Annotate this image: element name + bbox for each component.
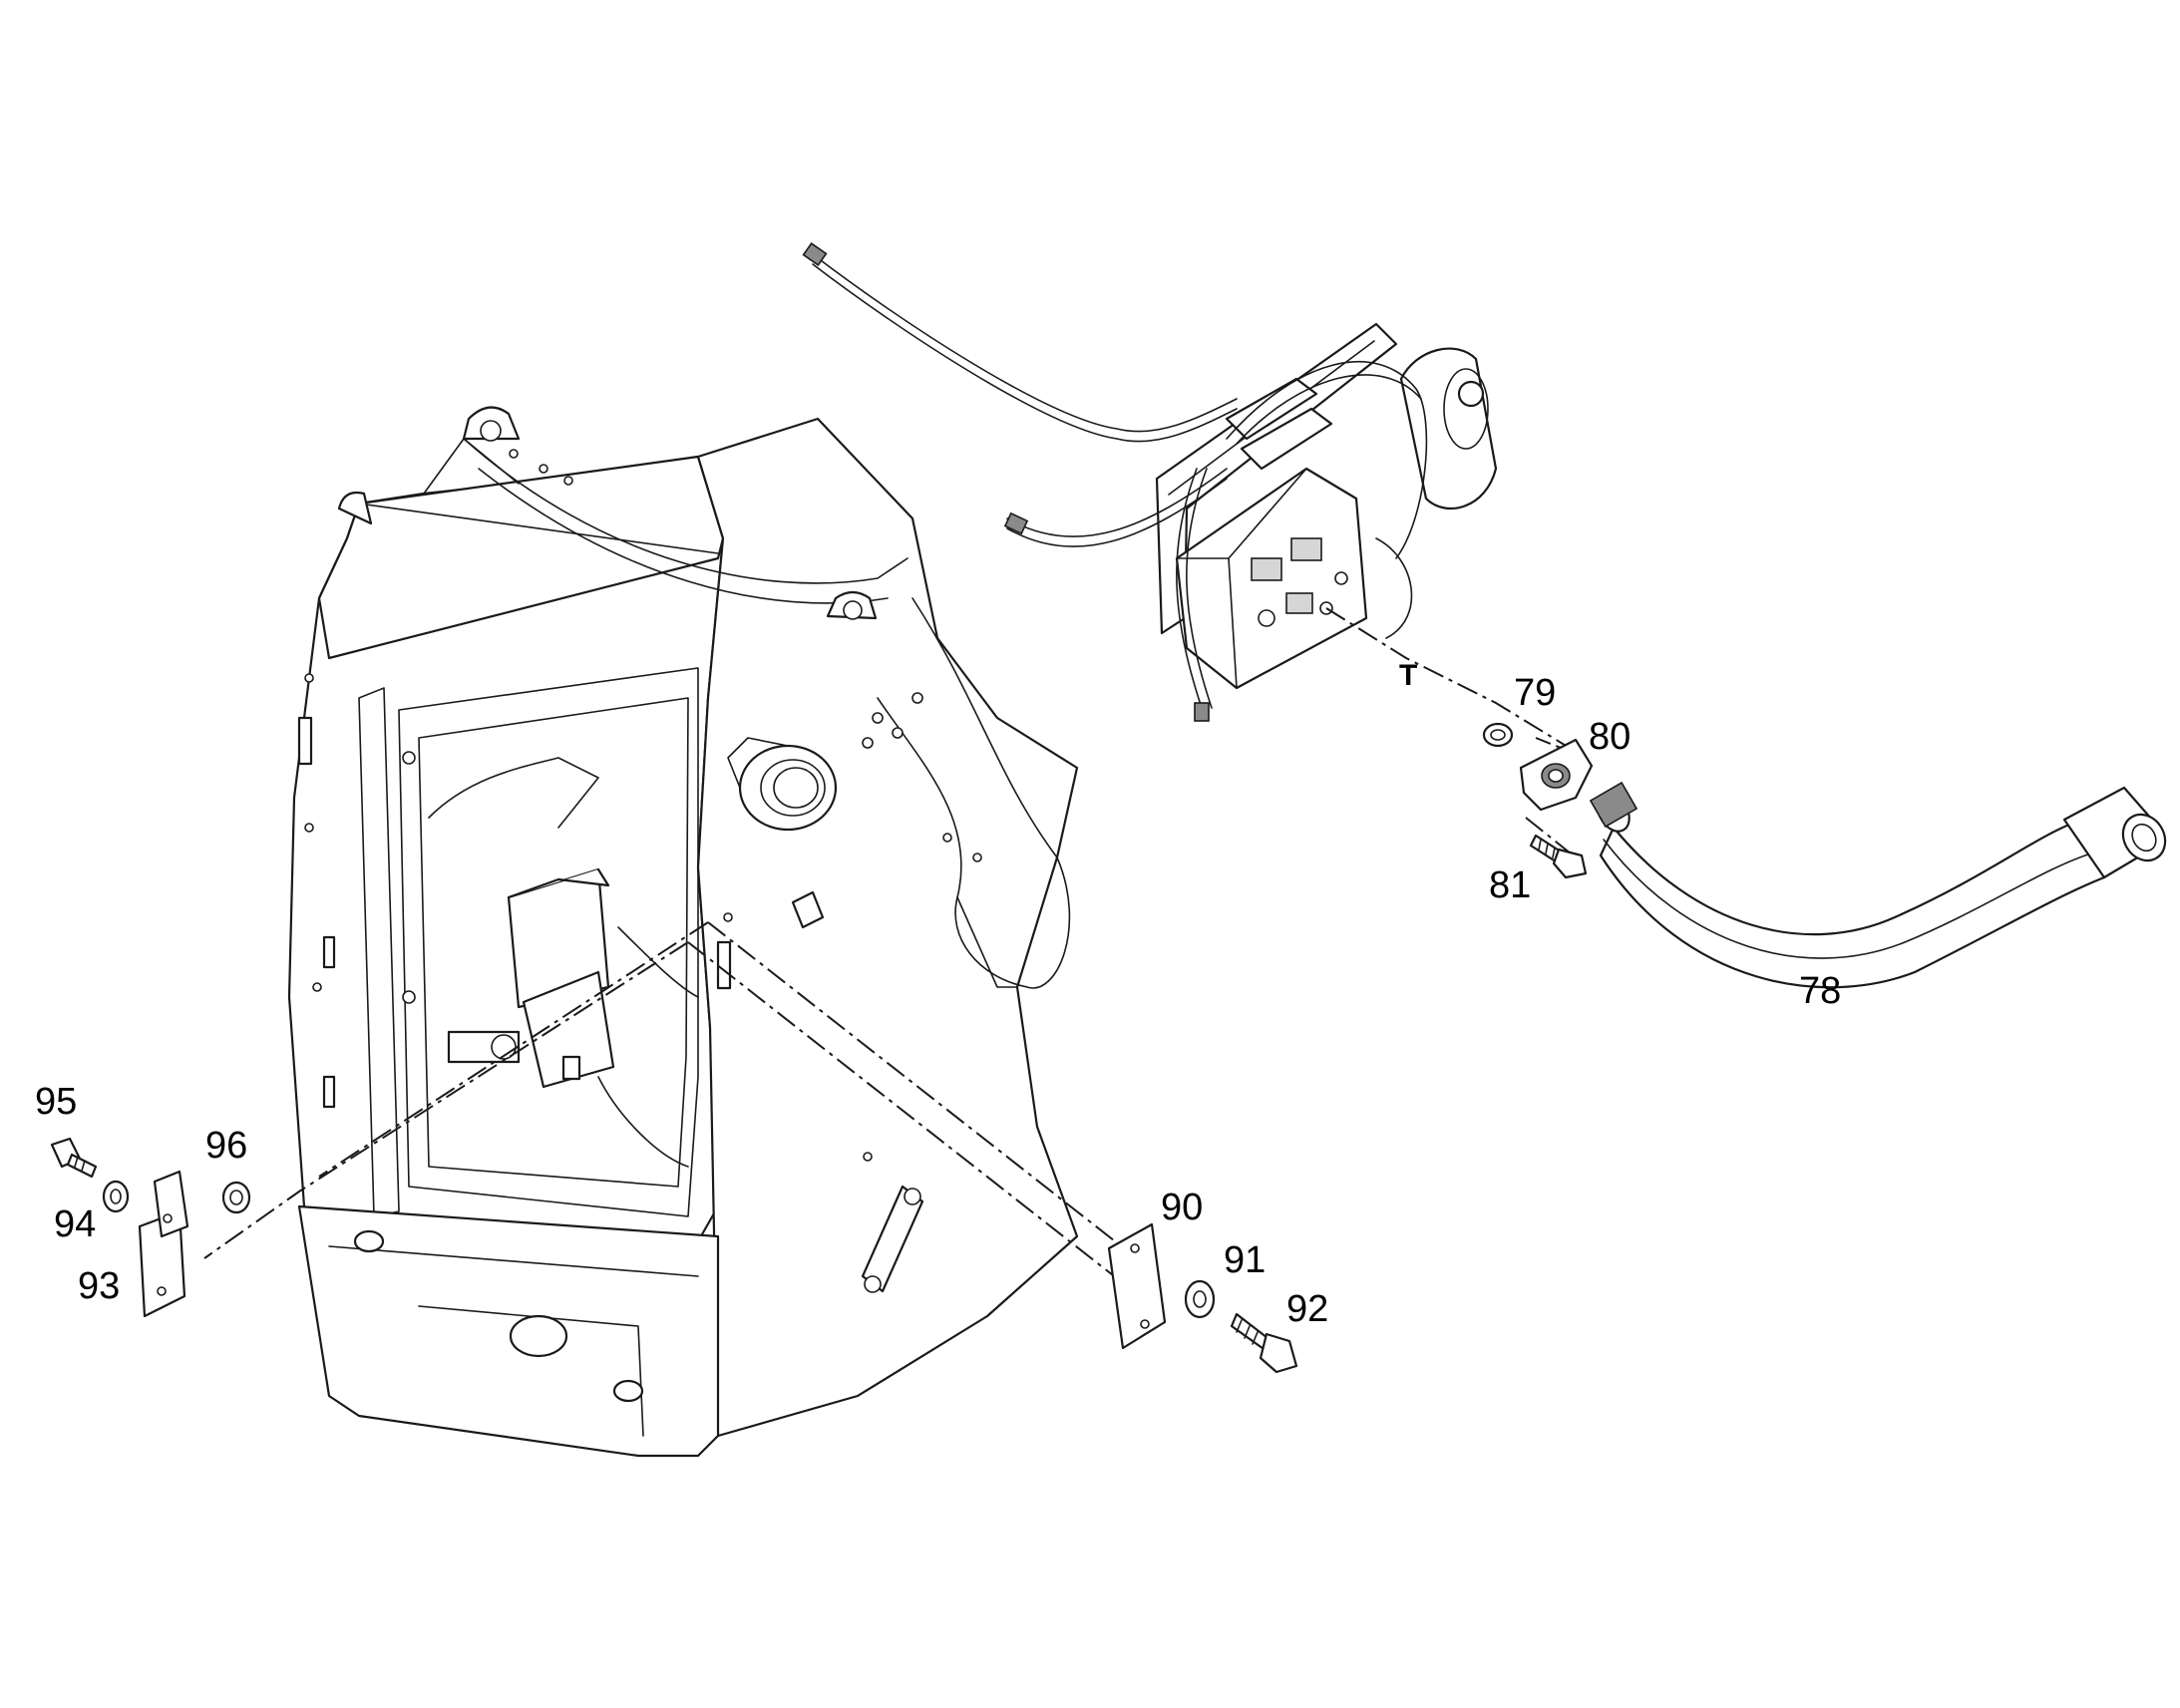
frame-housing <box>287 406 1079 1458</box>
nut-96 <box>221 1181 251 1214</box>
port-label-t: T <box>1399 659 1417 692</box>
bolt-92 <box>1230 1312 1298 1374</box>
split-flange-80 <box>1519 738 1594 812</box>
plate-90 <box>1107 1222 1167 1350</box>
washer-94 <box>102 1180 130 1213</box>
callout-94: 94 <box>54 1203 96 1245</box>
bolt-95 <box>50 1137 98 1179</box>
callout-78: 78 <box>1799 970 1841 1012</box>
callout-90: 90 <box>1161 1187 1203 1228</box>
washer-91 <box>1184 1279 1216 1319</box>
o-ring-79 <box>1482 722 1514 748</box>
callout-93: 93 <box>78 1265 120 1307</box>
callout-95: 95 <box>35 1081 77 1123</box>
callout-80: 80 <box>1589 716 1631 758</box>
callout-81: 81 <box>1489 864 1531 906</box>
hose-78 <box>1589 781 2167 989</box>
bolt-81 <box>1529 834 1588 879</box>
callout-96: 96 <box>205 1125 247 1167</box>
callout-labels: T 79 80 81 78 90 91 92 95 96 94 93 <box>35 659 1841 1330</box>
callout-92: 92 <box>1286 1288 1328 1330</box>
assembly-centerlines <box>203 607 1587 1287</box>
callout-79: 79 <box>1514 672 1556 714</box>
hydraulic-valve-assembly <box>802 241 1498 722</box>
callout-91: 91 <box>1224 1239 1266 1281</box>
bracket-93 <box>138 1170 189 1318</box>
